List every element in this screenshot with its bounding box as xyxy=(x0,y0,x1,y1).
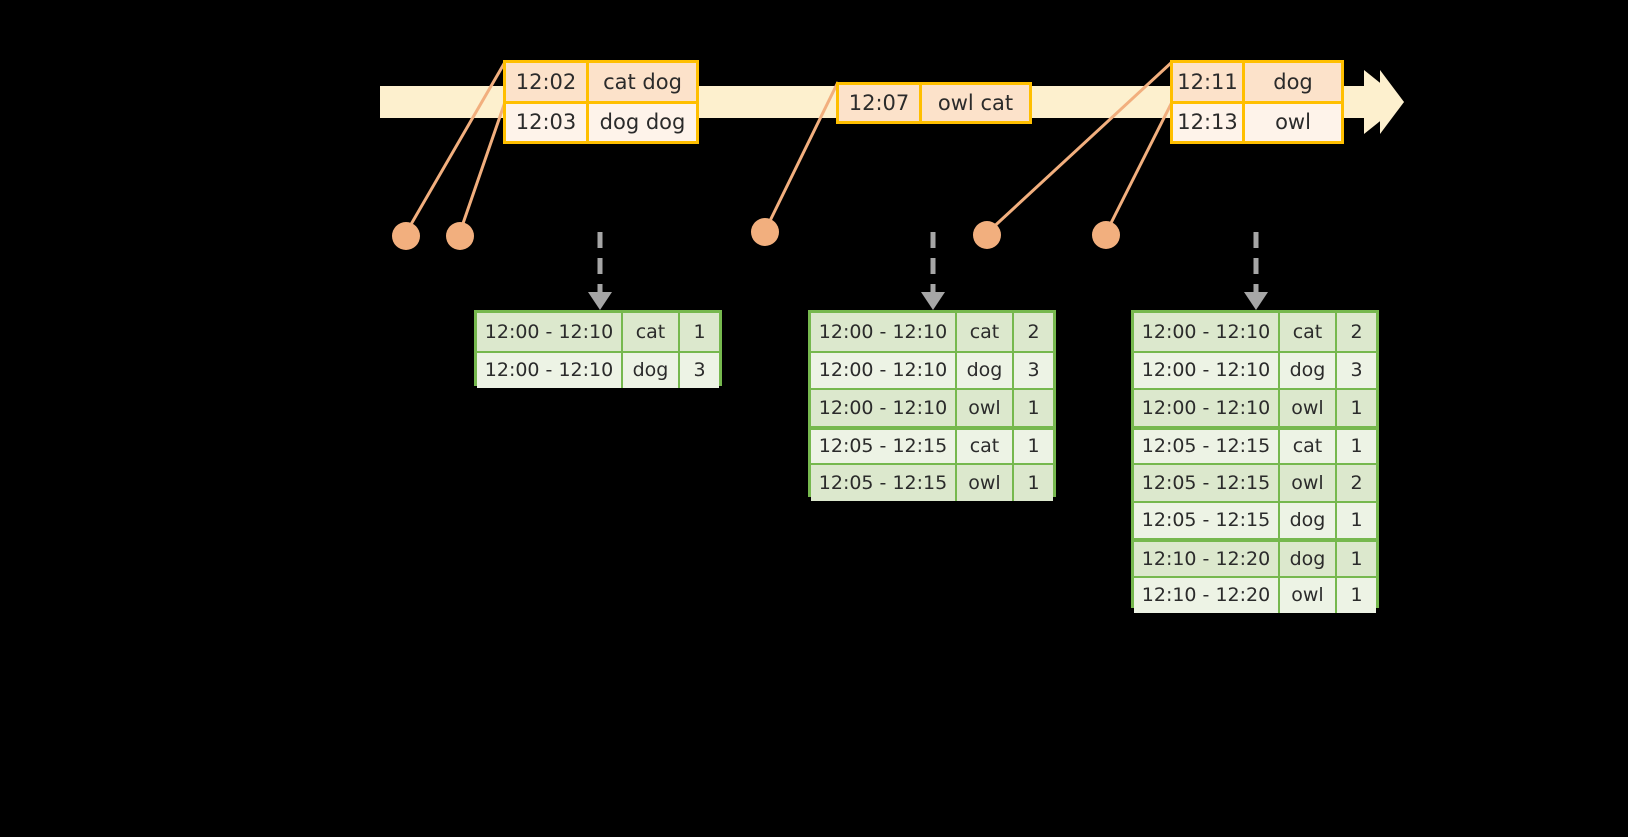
cell-window: 12:05 - 12:15 xyxy=(811,429,957,463)
event-box-group-1[interactable]: 12:02 cat dog 12:03 dog dog xyxy=(503,60,699,144)
cell-count: 1 xyxy=(1027,471,1040,494)
right-arrow-head-icon-block xyxy=(1364,70,1404,134)
event-words: dog xyxy=(1273,69,1313,94)
cell-key: owl xyxy=(1280,577,1337,613)
cell-window: 12:10 - 12:20 xyxy=(1134,577,1280,613)
cell-key: dog xyxy=(1280,542,1337,576)
event-box-group-2[interactable]: 12:07 owl cat xyxy=(836,82,1032,124)
cell-window: 12:00 - 12:10 xyxy=(1134,352,1280,388)
cell-count: 1 xyxy=(1350,509,1363,532)
cell-key: dog xyxy=(1280,352,1337,388)
event-time: 12:02 xyxy=(506,63,589,101)
dashed-down-arrow-icon-2 xyxy=(921,232,945,310)
dashed-down-arrow-icon-1 xyxy=(588,232,612,310)
cell-key: cat xyxy=(1280,313,1337,351)
cell-count: 2 xyxy=(1350,320,1363,343)
cell-key: owl xyxy=(1280,465,1337,501)
cell-window: 12:00 - 12:10 xyxy=(477,313,623,351)
cell-count: 1 xyxy=(1350,396,1363,419)
cell-window: 12:00 - 12:10 xyxy=(811,313,957,351)
connector-dot-3 xyxy=(751,218,779,246)
event-row[interactable]: 12:11 dog xyxy=(1173,63,1341,101)
cell-key: cat xyxy=(957,429,1014,463)
event-words: cat dog xyxy=(603,69,682,94)
event-row[interactable]: 12:02 cat dog xyxy=(506,63,696,101)
cell-window: 12:00 - 12:10 xyxy=(811,390,957,426)
cell-key: owl xyxy=(1280,390,1337,426)
cell-window: 12:05 - 12:15 xyxy=(1134,502,1280,538)
right-arrow-head-icon xyxy=(1364,70,1404,134)
cell-count: 3 xyxy=(1027,359,1040,382)
cell-window: 12:10 - 12:20 xyxy=(1134,542,1280,576)
event-words: dog dog xyxy=(599,110,686,135)
event-time: 12:13 xyxy=(1173,103,1245,141)
cell-count: 2 xyxy=(1350,471,1363,494)
connector-dot-4 xyxy=(973,221,1001,249)
cell-key: dog xyxy=(623,352,680,388)
cell-count: 1 xyxy=(1350,547,1363,570)
cell-window: 12:00 - 12:10 xyxy=(1134,390,1280,426)
cell-count: 1 xyxy=(1350,584,1363,607)
cell-window: 12:00 - 12:10 xyxy=(1134,313,1280,351)
cell-key: owl xyxy=(957,390,1014,426)
cell-window: 12:00 - 12:10 xyxy=(477,352,623,388)
cell-key: cat xyxy=(1280,429,1337,463)
event-time: 12:03 xyxy=(506,103,589,141)
cell-key: cat xyxy=(623,313,680,351)
dashed-down-arrow-icon-3 xyxy=(1244,232,1268,310)
event-time: 12:11 xyxy=(1173,63,1245,101)
event-row[interactable]: 12:03 dog dog xyxy=(506,100,696,141)
cell-key: dog xyxy=(1280,502,1337,538)
event-row[interactable]: 12:13 owl xyxy=(1173,100,1341,141)
cell-key: dog xyxy=(957,352,1014,388)
cell-window: 12:05 - 12:15 xyxy=(1134,465,1280,501)
event-words: owl xyxy=(1275,110,1311,135)
cell-window: 12:05 - 12:15 xyxy=(1134,429,1280,463)
cell-count: 3 xyxy=(1350,359,1363,382)
cell-count: 1 xyxy=(1027,435,1040,458)
event-row[interactable]: 12:07 owl cat xyxy=(839,85,1029,121)
cell-count: 3 xyxy=(693,359,706,382)
connector-dot-5 xyxy=(1092,221,1120,249)
cell-key: cat xyxy=(957,313,1014,351)
event-time: 12:07 xyxy=(839,85,922,121)
cell-count: 1 xyxy=(1027,396,1040,419)
connector-dot-2 xyxy=(446,222,474,250)
cell-count: 1 xyxy=(693,320,706,343)
cell-window: 12:05 - 12:15 xyxy=(811,465,957,501)
cell-window: 12:00 - 12:10 xyxy=(811,352,957,388)
connector-line-2 xyxy=(457,101,507,236)
connector-line-5 xyxy=(1104,101,1174,234)
cell-key: owl xyxy=(957,465,1014,501)
event-words: owl cat xyxy=(937,91,1014,115)
cell-count: 2 xyxy=(1027,320,1040,343)
cell-count: 1 xyxy=(1350,435,1363,458)
connector-dot-1 xyxy=(392,222,420,250)
event-box-group-3[interactable]: 12:11 dog 12:13 owl xyxy=(1170,60,1344,144)
